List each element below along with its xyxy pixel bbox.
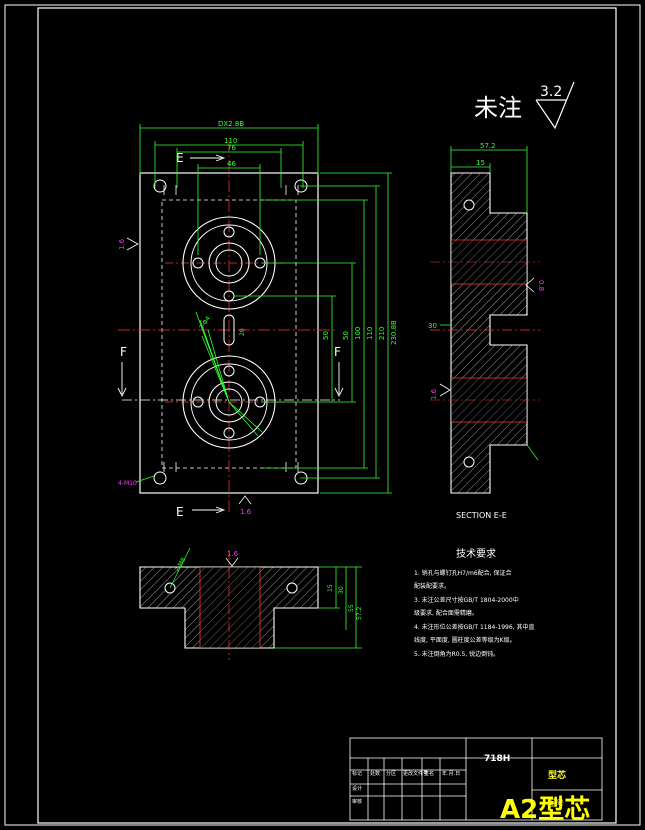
unnoted-label: 未注: [474, 94, 522, 122]
roughness-mark-bottom-top: 1.6: [225, 550, 239, 567]
svg-text:0.8: 0.8: [537, 280, 545, 291]
dim-top-1: DX2.8B: [218, 120, 244, 128]
front-top-dimensions: [139, 124, 319, 255]
front-right-dimensions: [234, 172, 392, 494]
roughness-symbol-icon: [535, 81, 575, 130]
svg-text:处数: 处数: [370, 770, 380, 777]
tech-item: 配装配要求。: [414, 582, 450, 590]
unnoted-roughness-value: 3.2: [540, 84, 562, 100]
roughness-mark-front-left: 1.6: [118, 237, 139, 251]
title-block: [349, 737, 603, 821]
dim-bottom-1: 15: [327, 584, 334, 592]
tech-item: 级要求, 配合面需精磨。: [414, 609, 478, 617]
svg-text:签名: 签名: [424, 770, 434, 777]
dim-slot: 20: [239, 328, 246, 336]
svg-text:1.6: 1.6: [240, 508, 252, 516]
tech-requirements: 1. 销孔与螺钉孔H7/m6配合, 保证合 配装配要求。 3. 未注公差尺寸按G…: [414, 569, 535, 658]
tech-item: 3. 未注公差尺寸按GB/T 1804-2000中: [414, 596, 519, 604]
tech-item: 线度, 平面度, 圆柱度公差等级为K级。: [414, 636, 516, 644]
watermark: A2型芯: [500, 795, 590, 825]
view-marker-e-top: E: [176, 151, 184, 165]
svg-text:分区: 分区: [386, 770, 396, 777]
dim-side-2: 15: [476, 159, 485, 167]
dim-top-3: 76: [227, 144, 236, 152]
dim-right-3: 100: [354, 327, 362, 340]
view-marker-f-left: F: [120, 345, 127, 359]
svg-text:年.月.日: 年.月.日: [442, 770, 460, 777]
title-block-material: 718H: [484, 754, 510, 764]
dim-holes-leader: 2-Φ4: [198, 315, 212, 331]
tech-item: 1. 销孔与螺钉孔H7/m6配合, 保证合: [414, 569, 511, 577]
svg-text:1.6: 1.6: [227, 550, 239, 558]
svg-text:1.6: 1.6: [118, 238, 126, 250]
svg-text:1.6: 1.6: [430, 388, 438, 400]
title-block-header-row: 标记 处数 分区 更改文件号 签名 年.月.日: [352, 770, 460, 777]
title-block-row2: 设计: [352, 785, 362, 792]
bottom-section-view: [139, 547, 319, 660]
dim-right-1: 50: [322, 331, 330, 340]
dim-top-4: 46: [227, 160, 236, 168]
side-section-view: [430, 172, 540, 494]
view-marker-f-right: F: [334, 345, 341, 359]
dim-right-5: 210: [378, 327, 386, 340]
title-block-row3: 审核: [352, 798, 362, 805]
outer-border: [4, 4, 641, 826]
dim-side-1: 57.2: [480, 142, 496, 150]
section-label: SECTION E-E: [456, 511, 507, 520]
dim-4-m10: 4-M10: [118, 480, 137, 487]
dim-bottom-4: 57.2: [356, 606, 363, 620]
dim-bottom-2: 30: [338, 586, 345, 594]
title-block-drawing-no: 图号: [548, 799, 564, 808]
dim-right-4: 110: [366, 327, 374, 340]
front-view: F F E E: [117, 140, 344, 519]
inner-border: [37, 7, 617, 824]
dim-right-2: 50: [342, 331, 350, 340]
title-block-part-name: 型芯: [548, 769, 566, 781]
bottom-dimensions: [274, 566, 362, 649]
dim-top-2: 110: [224, 137, 237, 145]
dim-right-6: 230.8B: [390, 320, 398, 345]
dim-bottom-3: 55: [348, 604, 355, 612]
tech-item: 4. 未注形位公差按GB/T 1184-1996, 其中直: [414, 623, 535, 631]
tech-item: 5. 未注倒角为R0.5, 锐边倒钝。: [414, 650, 499, 658]
tech-title: 技术要求: [456, 547, 496, 560]
view-marker-e-bottom: E: [176, 505, 184, 519]
side-dimensions: [440, 146, 528, 326]
roughness-mark-side-right: 0.8: [525, 277, 545, 293]
dim-side-3: 30: [428, 322, 437, 330]
roughness-mark-side-left: 1.6: [430, 383, 451, 400]
svg-text:更改文件号: 更改文件号: [403, 770, 428, 777]
roughness-mark-front-bottom: 1.6: [238, 495, 252, 516]
svg-text:标记: 标记: [352, 770, 362, 777]
